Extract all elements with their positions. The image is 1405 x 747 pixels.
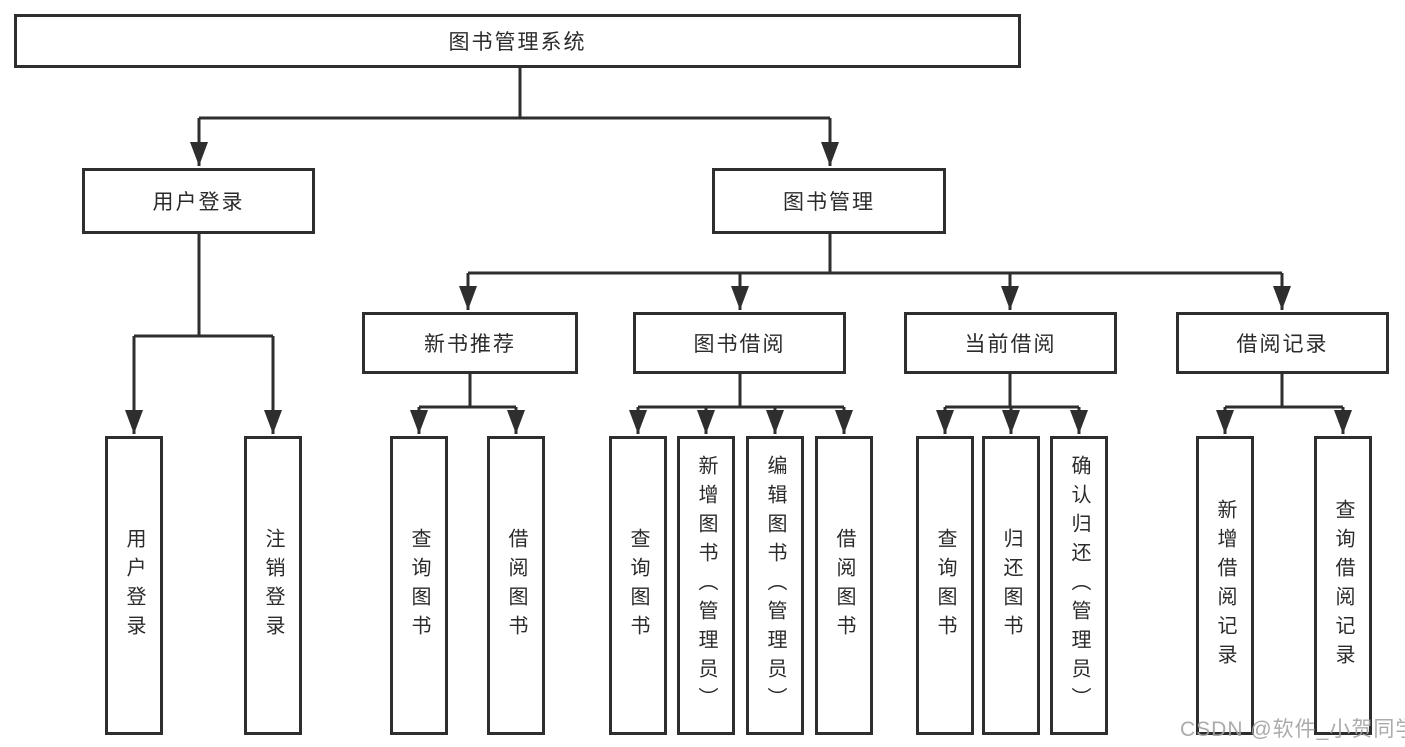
node-current-borrow-label: 当前借阅: [964, 333, 1057, 356]
leaf-add-borrow-record: 新增借阅记录: [1196, 436, 1254, 735]
node-root: 图书管理系统: [14, 14, 1021, 68]
node-new-book-recommend: 新书推荐: [362, 312, 578, 374]
leaf-newbook-query-books-label: 查询图书: [408, 527, 430, 644]
leaf-borrow-borrow-books-label: 借阅图书: [833, 527, 855, 644]
node-current-borrow: 当前借阅: [904, 312, 1117, 374]
leaf-edit-books-admin: 编辑图书（管理员）: [746, 436, 804, 735]
leaf-borrow-query-books-label: 查询图书: [627, 527, 649, 644]
connector-user-login-trunk: [134, 234, 273, 338]
leaf-confirm-return-admin: 确认归还（管理员）: [1050, 436, 1108, 735]
node-root-label: 图书管理系统: [448, 31, 587, 54]
node-user-login-label: 用户登录: [152, 191, 245, 214]
connector-book-borrow-trunk: [638, 374, 844, 409]
leaf-newbook-borrow-books: 借阅图书: [487, 436, 545, 735]
connector-book-management-trunk: [468, 234, 1282, 275]
leaf-add-books-admin: 新增图书（管理员）: [677, 436, 735, 735]
leaf-newbook-borrow-books-label: 借阅图书: [505, 527, 527, 644]
connector-current-borrow-trunk: [945, 374, 1079, 409]
connector-new-book-trunk: [419, 374, 516, 409]
leaf-edit-books-admin-label: 编辑图书（管理员）: [764, 455, 786, 716]
leaf-borrow-query-books: 查询图书: [609, 436, 667, 735]
leaf-add-books-admin-label: 新增图书（管理员）: [695, 455, 717, 716]
node-book-management: 图书管理: [712, 168, 946, 234]
leaf-query-borrow-record-label: 查询借阅记录: [1332, 498, 1354, 673]
leaf-add-borrow-record-label: 新增借阅记录: [1214, 498, 1236, 673]
node-book-borrow: 图书借阅: [633, 312, 846, 374]
node-borrow-records-label: 借阅记录: [1236, 333, 1329, 356]
node-book-management-label: 图书管理: [783, 191, 875, 214]
node-book-borrow-label: 图书借阅: [693, 333, 786, 356]
node-borrow-records: 借阅记录: [1176, 312, 1389, 374]
connector-root-trunk: [199, 68, 830, 120]
leaf-borrow-borrow-books: 借阅图书: [815, 436, 873, 735]
leaf-current-query-books: 查询图书: [916, 436, 974, 735]
leaf-return-books-label: 归还图书: [1000, 527, 1022, 644]
leaf-logout: 注销登录: [244, 436, 302, 735]
connector-borrow-records-trunk: [1225, 374, 1343, 409]
csdn-watermark: CSDN @软件_小贺同学: [1180, 718, 1405, 741]
leaf-logout-label: 注销登录: [262, 527, 284, 644]
leaf-return-books: 归还图书: [982, 436, 1040, 735]
node-user-login: 用户登录: [82, 168, 315, 234]
leaf-user-login: 用户登录: [105, 436, 163, 735]
leaf-query-borrow-record: 查询借阅记录: [1314, 436, 1372, 735]
leaf-current-query-books-label: 查询图书: [934, 527, 956, 644]
leaf-confirm-return-admin-label: 确认归还（管理员）: [1068, 455, 1090, 716]
node-new-book-recommend-label: 新书推荐: [424, 333, 516, 356]
leaf-newbook-query-books: 查询图书: [390, 436, 448, 735]
leaf-user-login-label: 用户登录: [123, 527, 145, 644]
